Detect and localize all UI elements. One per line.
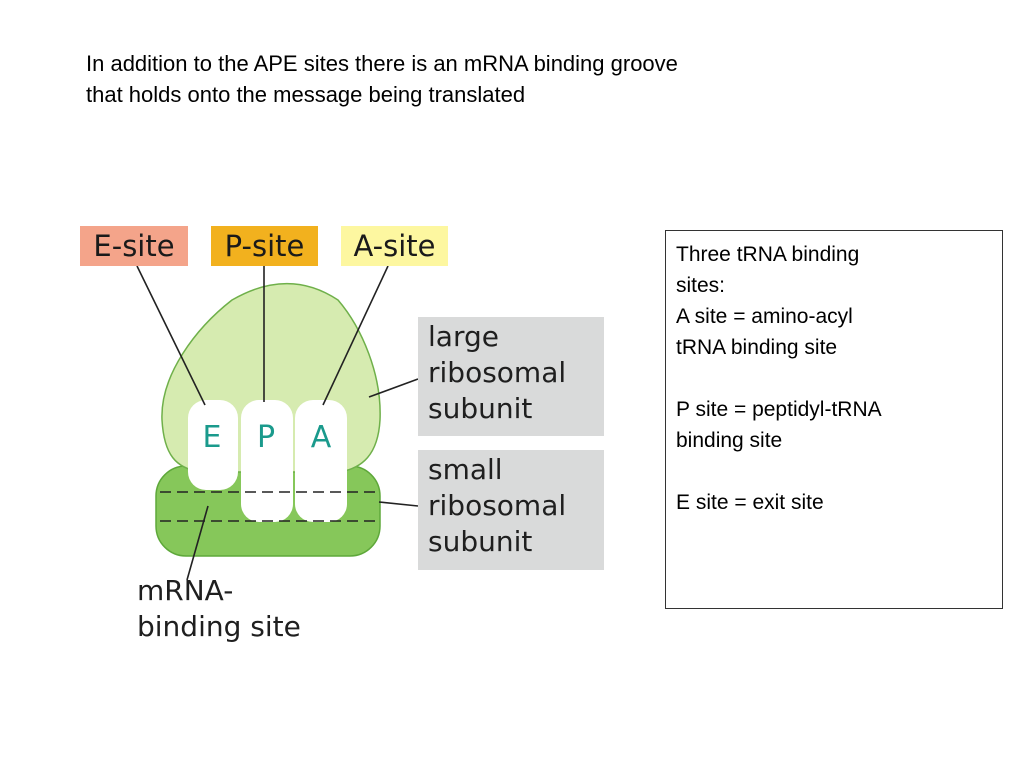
ribosome-drawing: E P A — [136, 265, 419, 581]
p-site-label: P-site — [211, 226, 318, 266]
mrna-label-line-1: mRNA- — [137, 574, 234, 607]
info-line: Three tRNA binding — [676, 243, 860, 266]
trna-sites-info-box: Three tRNA binding sites: A site = amino… — [665, 230, 1003, 609]
large-subunit-label-line-2: ribosomal — [428, 356, 567, 389]
large-subunit-label: large ribosomal subunit — [418, 317, 604, 436]
small-subunit-label-line-3: subunit — [428, 525, 533, 558]
large-subunit-leader-line — [368, 378, 419, 398]
info-paragraph-a-site: Three tRNA binding sites: A site = amino… — [676, 239, 992, 363]
mrna-label-line-2: binding site — [137, 610, 301, 643]
info-paragraph-p-site: P site = peptidyl-tRNA binding site — [676, 394, 992, 456]
small-subunit-label-line-2: ribosomal — [428, 489, 567, 522]
info-line: P site = peptidyl-tRNA — [676, 398, 882, 421]
a-slot — [295, 400, 347, 522]
a-slot-letter: A — [311, 420, 332, 455]
info-line: sites: — [676, 274, 726, 297]
intro-line-2: that holds onto the message being transl… — [86, 82, 526, 107]
p-slot — [241, 400, 293, 522]
info-line: tRNA binding site — [676, 336, 838, 359]
mrna-binding-site-label: mRNA- binding site — [137, 573, 301, 645]
small-subunit-label: small ribosomal subunit — [418, 450, 604, 570]
e-slot-letter: E — [203, 420, 222, 455]
mrna-leader-line — [186, 505, 209, 581]
e-slot — [188, 400, 238, 490]
a-site-label: A-site — [341, 226, 448, 266]
large-subunit-label-line-1: large — [428, 320, 499, 353]
e-site-label: E-site — [80, 226, 188, 266]
info-line: E site = exit site — [676, 491, 824, 514]
e-site-leader-line — [136, 265, 206, 406]
large-subunit-label-line-3: subunit — [428, 392, 533, 425]
p-slot-letter: P — [257, 420, 275, 455]
info-line: A site = amino-acyl — [676, 305, 853, 328]
intro-line-1: In addition to the APE sites there is an… — [86, 51, 678, 76]
small-subunit-leader-line — [378, 501, 419, 507]
intro-text: In addition to the APE sites there is an… — [86, 48, 806, 110]
info-line: binding site — [676, 429, 783, 452]
info-paragraph-e-site: E site = exit site — [676, 487, 992, 518]
ribosome-diagram: E P A E-site P-site A-site large ribosom… — [80, 226, 604, 645]
small-subunit-label-line-1: small — [428, 453, 503, 486]
a-site-leader-line — [322, 265, 389, 406]
